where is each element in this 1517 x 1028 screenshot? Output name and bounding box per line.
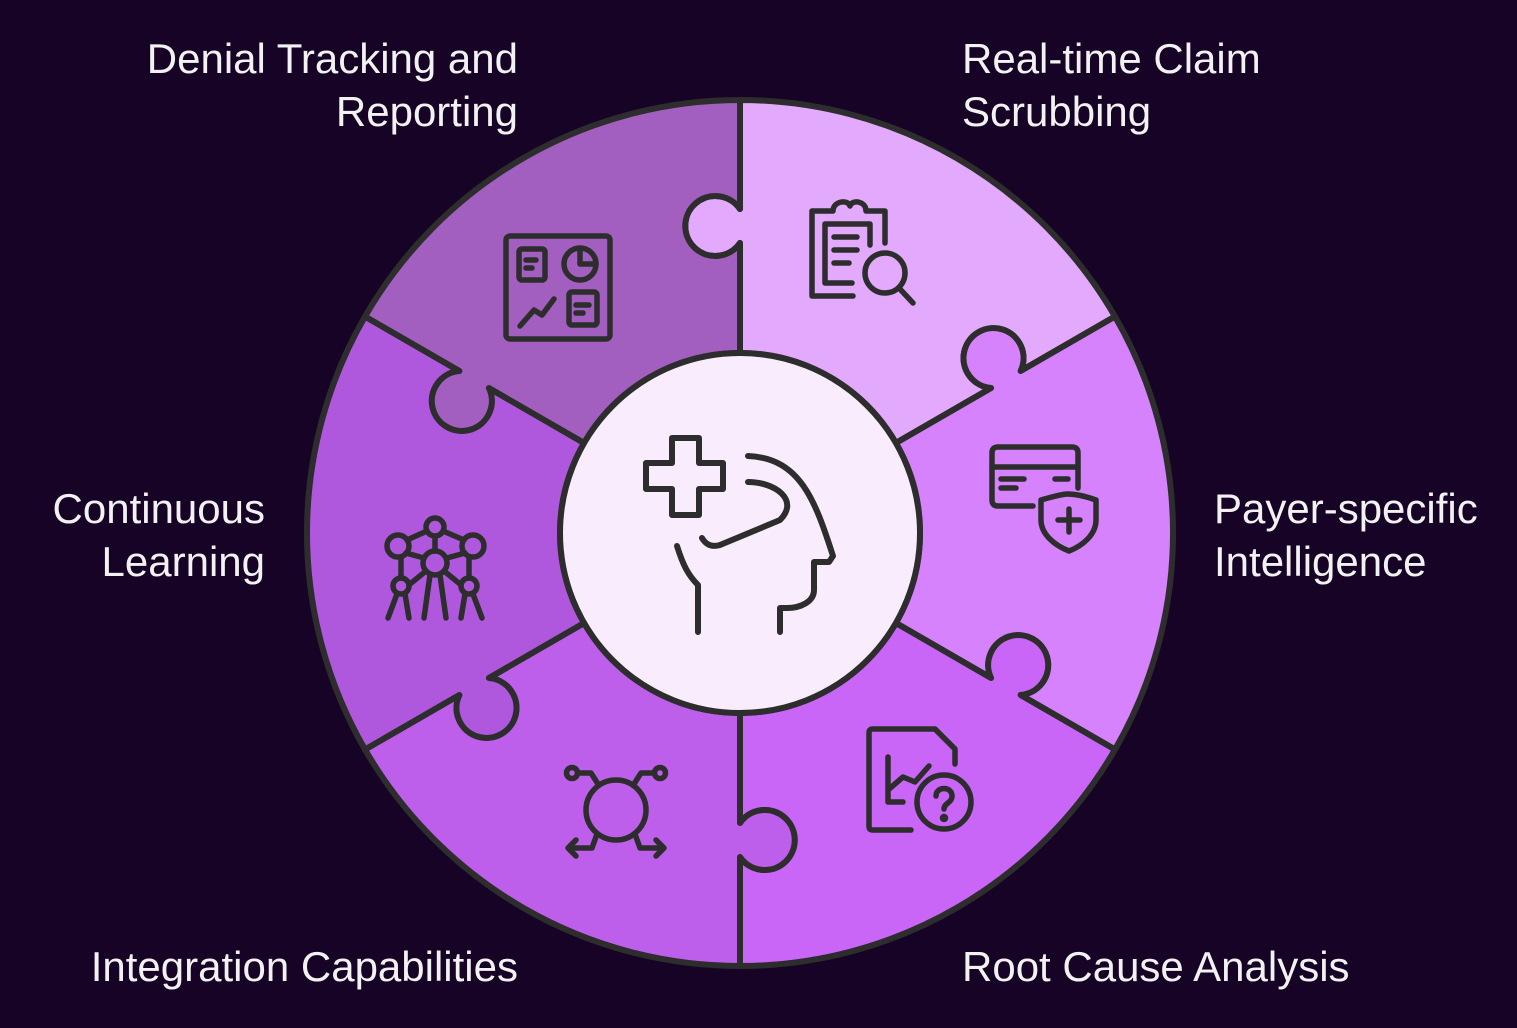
label-line: Denial Tracking and [146,35,518,82]
label-line: Root Cause Analysis [962,943,1350,990]
label-real-time-claim-scrubbing: Real-time Claim Scrubbing [962,32,1261,138]
label-line: Reporting [335,88,518,135]
label-denial-tracking-and-reporting: Denial Tracking and Reporting [147,32,518,138]
dashboard-icon [503,233,613,342]
file-chart-question-icon [866,726,974,833]
atom-structure-icon [384,515,487,621]
label-line: Learning [101,538,265,585]
label-line: Payer-specific [1214,485,1478,532]
label-line: Scrubbing [962,88,1152,135]
clipboard-search-icon [809,199,916,306]
label-integration-capabilities: Integration Capabilities [91,940,518,993]
label-payer-specific-intelligence: Payer-specific Intelligence [1214,482,1478,588]
puzzle-piece-denial-tracking-and-reporting [362,97,743,446]
center-circle [557,350,923,716]
label-line: Continuous [52,485,265,532]
label-root-cause-analysis: Root Cause Analysis [962,940,1350,993]
label-continuous-learning: Continuous Learning [53,482,265,588]
label-line: Intelligence [1214,538,1427,585]
label-line: Real-time Claim [962,35,1261,82]
circle-connections-icon [563,764,669,859]
label-line: Integration Capabilities [90,943,518,990]
card-shield-icon [989,444,1099,554]
medical-head-icon [643,435,836,635]
